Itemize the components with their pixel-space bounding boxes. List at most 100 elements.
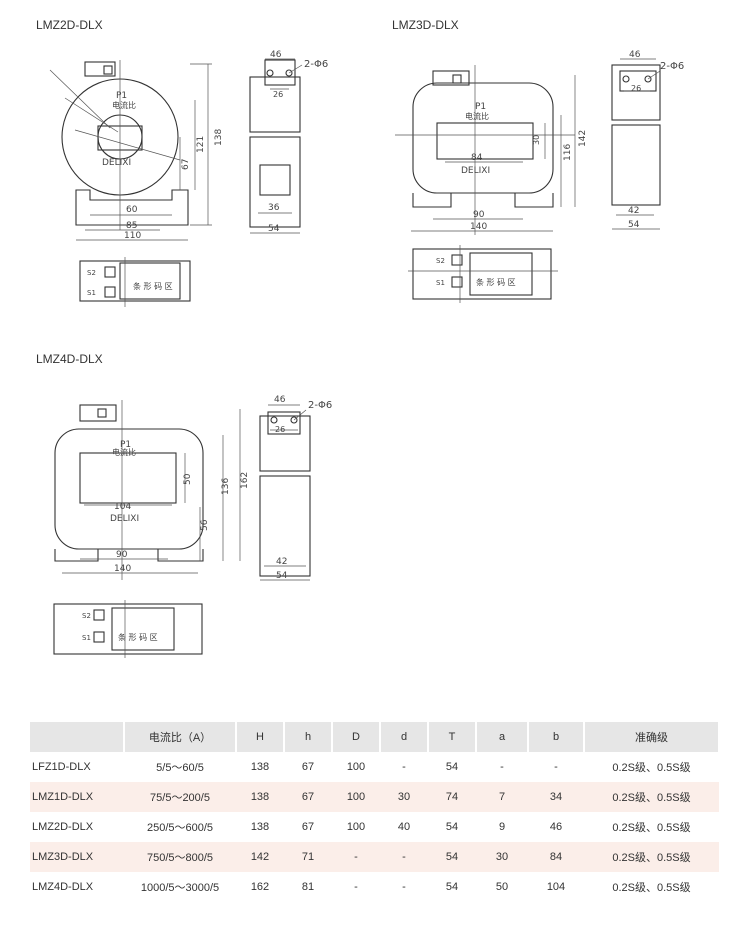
table-cell: 9 [498,821,506,833]
dim-142: 142 [578,130,588,147]
model-title-lmz2d: LMZ2D-DLX [36,18,103,32]
table-cell: 138 [236,782,284,812]
dim-90: 90 [473,210,485,220]
ratio-label: 电流比 [112,100,136,110]
table-cell: 54 [428,842,476,872]
dim-90: 90 [116,550,128,560]
table-cell: 40 [397,821,411,833]
table-cell: LFZ1D-DLX [32,761,91,773]
dim-162: 162 [240,472,250,489]
p1-label: P1 [475,102,486,112]
header-model [30,722,125,752]
ratio-label: 电流比 [112,447,136,457]
lmz4d-side-view: 46 26 42 54 2-Φ6 [259,395,332,581]
dim-140: 140 [470,222,487,232]
dim-56: 56 [200,519,210,531]
header-D: D [332,722,381,752]
dim-42: 42 [628,206,639,216]
header-accuracy: 准确级 [584,722,720,752]
dim-67: 67 [181,159,191,170]
lmz2d-side-view: 46 26 36 54 2-Φ6 [249,50,328,234]
lmz2d-front-view: P1 电流比 DELIXI 60 85 110 138 121 67 [49,60,224,241]
dim-54: 54 [276,571,288,581]
lmz2d-bottom-view: S2 S1 条 形 码 区 [79,257,191,307]
dim-50: 50 [183,473,193,485]
dim-46: 46 [270,50,282,60]
lmz4d-front-view: P1 电流比 104 DELIXI 90 140 162 136 56 50 [54,400,250,580]
table-cell: 34 [528,782,584,812]
ratio-label: 电流比 [465,111,489,121]
brand-label: DELIXI [461,166,490,176]
dim-136: 136 [221,478,231,495]
table-cell: 138 [250,821,270,833]
header-T: T [428,722,477,752]
table-cell: 50 [495,881,509,893]
brand-label: DELIXI [110,514,139,524]
barcode-area: 条 形 码 区 [476,277,516,287]
dim-26: 26 [631,84,641,93]
lmz3d-side-view: 46 26 42 54 2-Φ6 [611,50,684,230]
dim-42: 42 [276,557,287,567]
table-cell: 250/5～600/5 [146,822,214,834]
lmz3d-front-view: P1 电流比 84 DELIXI 90 140 142 116 30 [395,65,588,235]
lmz3d-bottom-view: S2 S1 条 形 码 区 [408,245,558,303]
s2-label: S2 [82,612,91,620]
s1-label: S1 [436,279,445,287]
header-a: a [476,722,529,752]
dim-104: 104 [114,502,131,512]
barcode-area: 条 形 码 区 [133,281,173,291]
table-cell: - [554,761,558,773]
dim-54: 54 [628,220,640,230]
table-cell: 138 [250,761,270,773]
dim-121: 121 [196,136,206,153]
table-cell: 54 [445,761,459,773]
dim-138: 138 [214,129,224,146]
table-cell: 0.2S级、0.5S级 [584,782,719,812]
table-cell: 54 [445,881,459,893]
s2-label: S2 [436,257,445,265]
table-cell: 67 [284,782,332,812]
model-title-lmz3d: LMZ3D-DLX [392,18,459,32]
brand-label: DELIXI [102,158,131,168]
table-cell: 71 [284,842,332,872]
dim-140: 140 [114,564,131,574]
table-cell: 81 [301,881,315,893]
dim-60: 60 [126,205,138,215]
table-cell: 75/5～200/5 [124,782,236,812]
dim-26: 26 [275,425,285,434]
p1-label: P1 [116,91,127,101]
table-cell: LMZ1D-DLX [30,782,124,812]
table-cell: 100 [332,782,380,812]
table-cell: - [354,881,358,893]
table-cell: LMZ2D-DLX [32,821,94,833]
table-cell: 67 [301,761,315,773]
dim-54: 54 [268,224,280,234]
dim-30: 30 [532,135,541,145]
p1-label: P1 [120,440,131,450]
table-cell: 84 [528,842,584,872]
table-cell: 67 [301,821,315,833]
model-title-lmz4d: LMZ4D-DLX [36,352,103,366]
table-cell: - [402,761,406,773]
s1-label: S1 [87,289,96,297]
table-cell: 0.2S级、0.5S级 [612,762,691,774]
holes-label: 2-Φ6 [660,61,684,72]
table-cell: 74 [428,782,476,812]
dim-84: 84 [471,153,483,163]
table-cell: 750/5～800/5 [124,842,236,872]
holes-label: 2-Φ6 [304,59,328,70]
header-h: h [284,722,333,752]
table-cell: 100 [346,821,366,833]
table-cell: LMZ3D-DLX [30,842,124,872]
dim-26: 26 [273,90,283,99]
table-cell: 142 [236,842,284,872]
table-cell: - [402,881,406,893]
table-cell: 7 [476,782,528,812]
dim-46: 46 [629,50,641,60]
table-cell: 0.2S级、0.5S级 [584,842,719,872]
table-cell: 0.2S级、0.5S级 [612,882,691,894]
